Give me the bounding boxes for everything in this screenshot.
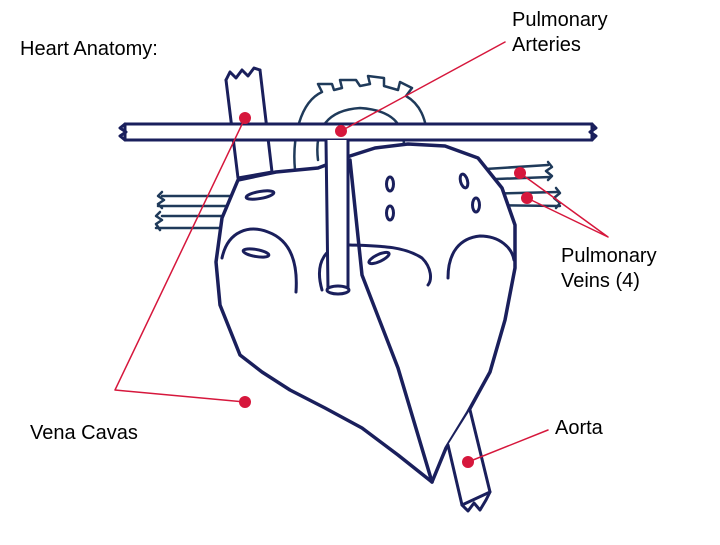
dot-superior-vena-cava	[239, 112, 251, 124]
dot-pulmonary-artery	[335, 125, 347, 137]
septum	[348, 158, 434, 484]
pointer-aorta	[467, 429, 549, 463]
label-pulmonary-veins: Pulmonary Veins (4)	[561, 245, 657, 292]
pointer-lines	[114, 41, 609, 463]
heart-body	[214, 142, 517, 484]
aortic-arch	[293, 74, 430, 172]
label-vena-cavas: Vena Cavas	[30, 422, 138, 444]
pointer-pulmonary-arteries	[340, 41, 506, 132]
pulmonary-trunk-vertical	[324, 138, 351, 296]
pointer-dots	[239, 112, 533, 468]
pulmonary-artery-trunk	[118, 122, 598, 142]
pointer-pulmonary-veins	[519, 172, 609, 238]
label-pulmonary-arteries: Pulmonary Arteries	[512, 9, 608, 56]
dot-aorta	[462, 456, 474, 468]
valve-openings	[241, 172, 481, 266]
chamber-lines	[220, 227, 516, 294]
dot-pulmonary-vein-1	[514, 167, 526, 179]
diagram-title: Heart Anatomy:	[20, 38, 158, 60]
label-aorta: Aorta	[555, 417, 603, 439]
pointer-vena-cavas	[114, 117, 246, 403]
dot-pulmonary-vein-2	[521, 192, 533, 204]
pulmonary-veins-left	[154, 190, 247, 232]
dot-inferior-vena-cava	[239, 396, 251, 408]
